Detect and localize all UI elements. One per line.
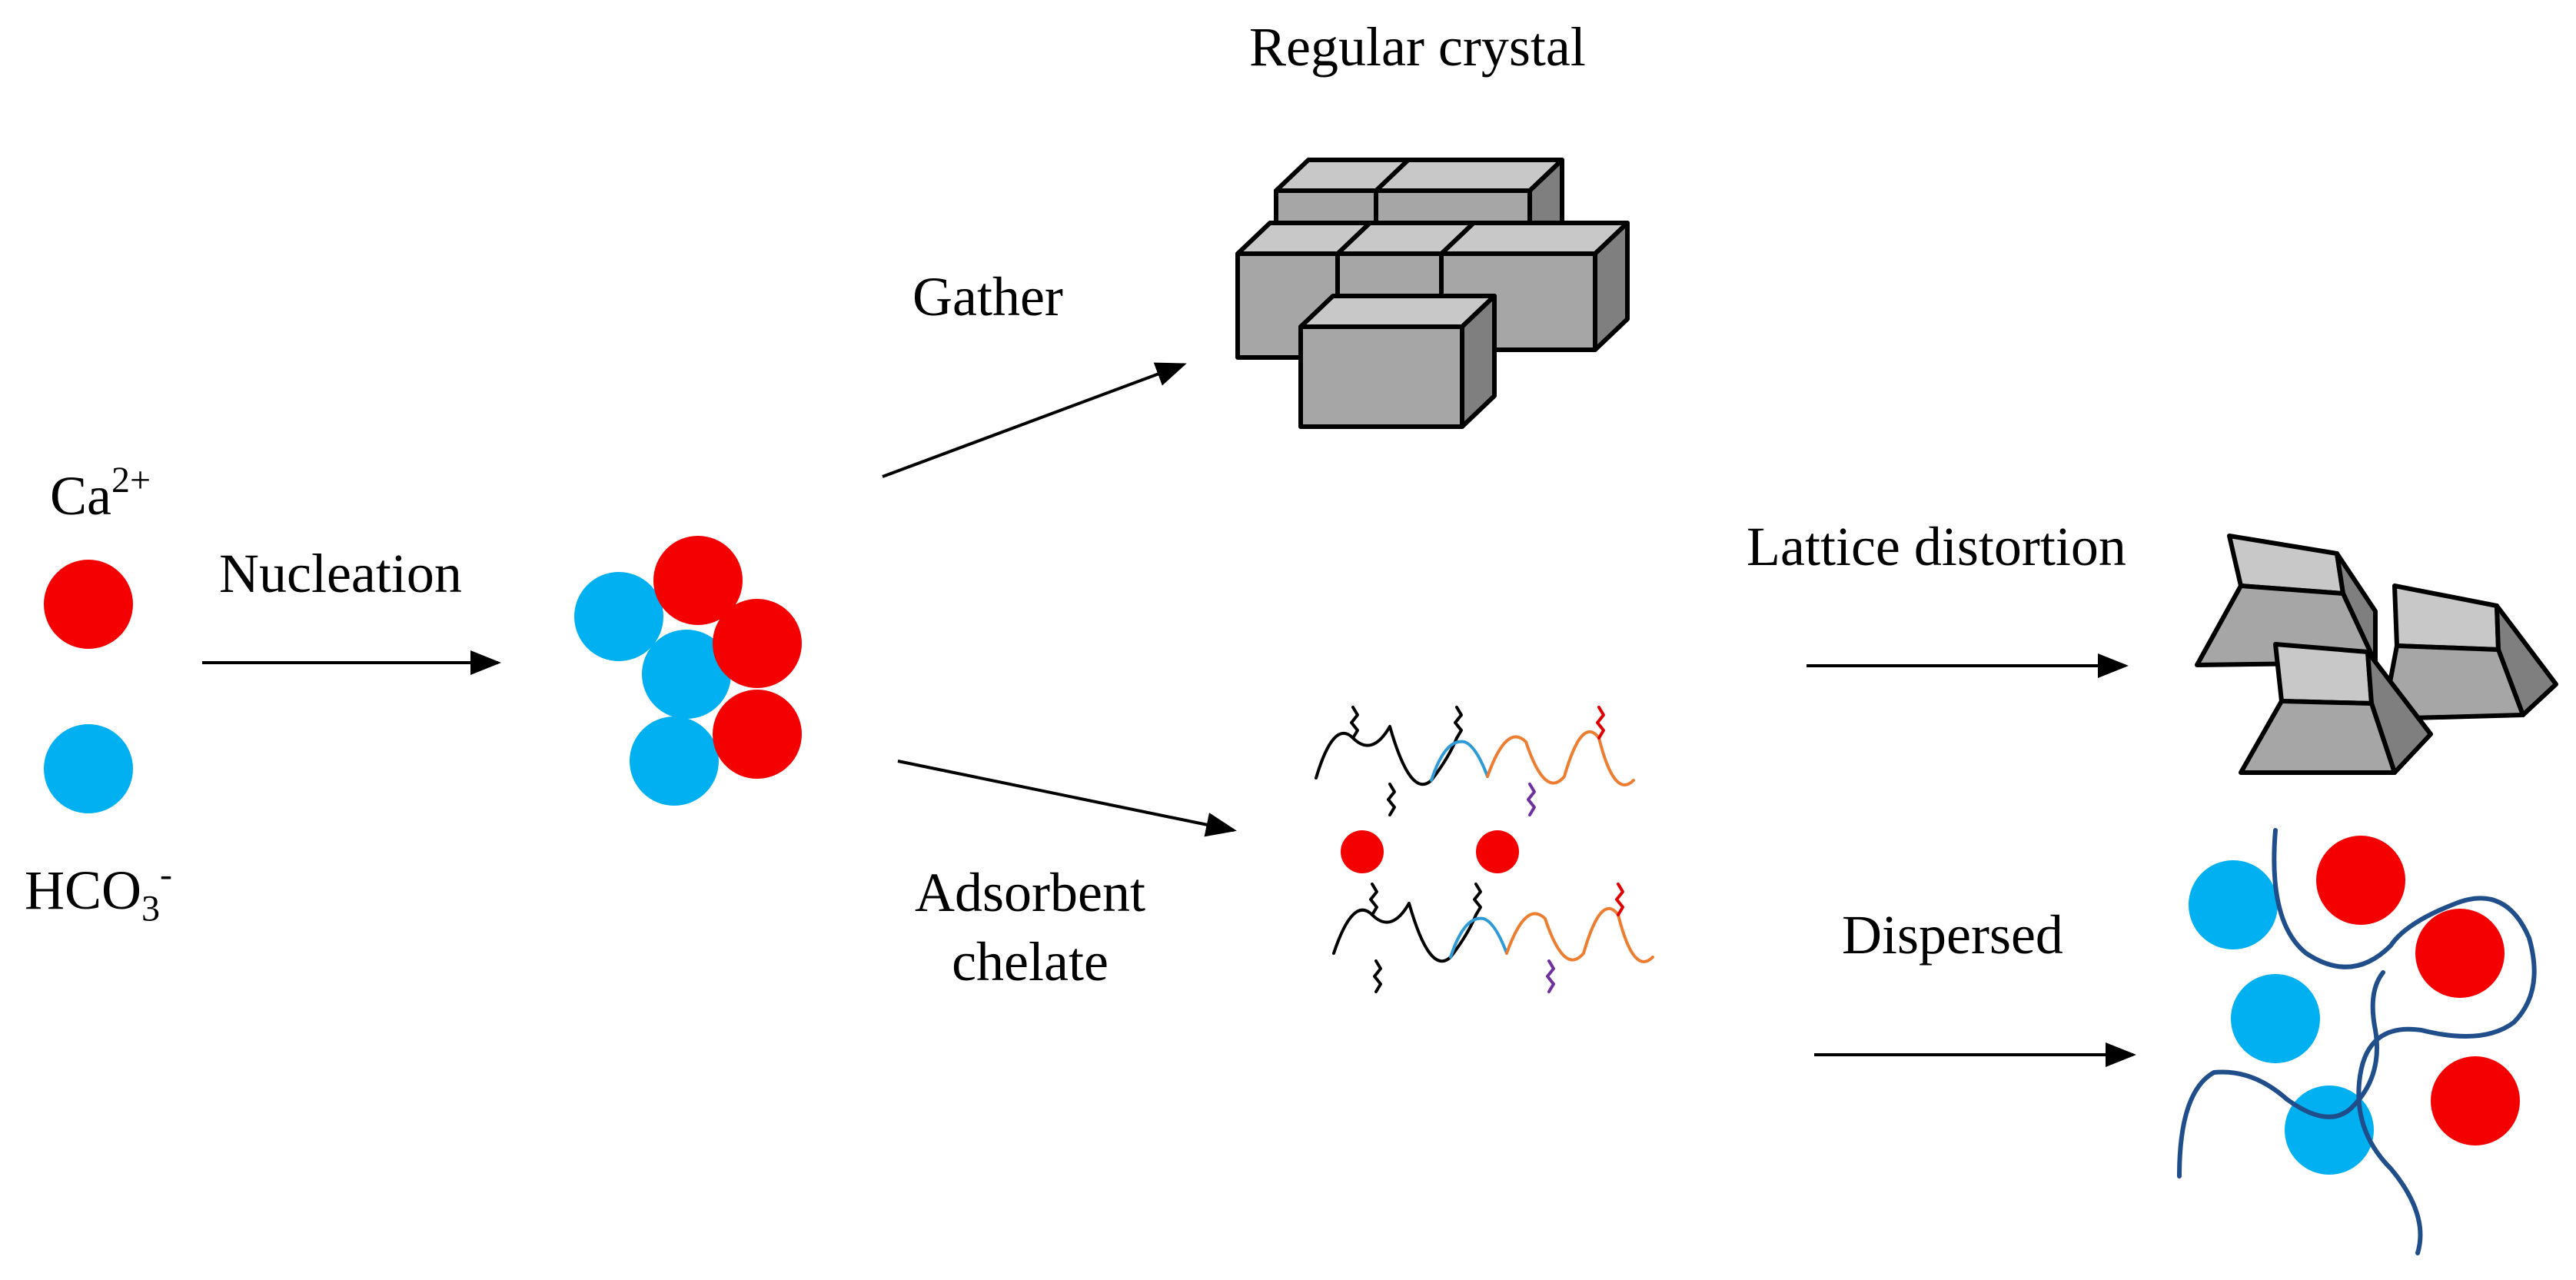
- prism-front: [2239, 699, 2397, 775]
- gather-arrow: [882, 362, 1187, 478]
- nucleus-cluster-icon: [574, 536, 802, 806]
- adsorb-arrow: [897, 760, 1237, 837]
- dispersed-icon: [2177, 828, 2537, 1255]
- hco3-ion-icon: [44, 724, 133, 813]
- gather-label: Gather: [912, 266, 1063, 327]
- ca-ion-icon: [44, 560, 133, 649]
- nucleation-label: Nucleation: [219, 543, 462, 604]
- chelate-icon: [1315, 706, 1654, 993]
- cuboid-front: [1298, 324, 1464, 429]
- lattice-distortion-label: Lattice distortion: [1747, 516, 2126, 577]
- distorted-crystal-icon: [2195, 534, 2558, 775]
- adsorbent-label-line1: Adsorbent: [915, 862, 1145, 923]
- dispersed-label: Dispersed: [1842, 904, 2063, 966]
- ca-label-base: Ca: [50, 465, 111, 527]
- prism-top: [2273, 642, 2374, 706]
- hco3-label-charge: -: [160, 854, 172, 895]
- adsorbent-label-line2: chelate: [952, 931, 1109, 992]
- regular-crystal-icon: [1235, 158, 1630, 429]
- prism-top: [2392, 583, 2501, 652]
- hco3-ion-label: HCO3-: [25, 856, 172, 929]
- adsorbent-chelate-label: Adsorbent chelate: [892, 865, 1168, 989]
- hco3-label-subscript: 3: [141, 888, 161, 929]
- ca-ion-label: Ca2+: [50, 462, 151, 527]
- regular-crystal-label: Regular crystal: [1249, 16, 1586, 78]
- ca-label-charge: 2+: [111, 460, 151, 500]
- hco3-label-base: HCO: [25, 859, 142, 921]
